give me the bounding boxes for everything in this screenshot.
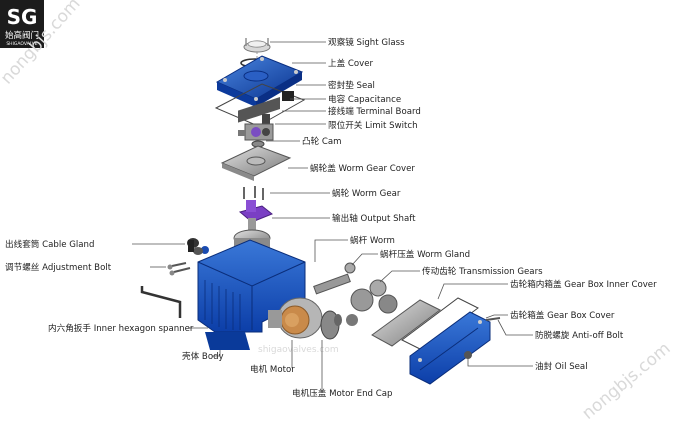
watermark-center: shigaovalves.com: [258, 345, 339, 355]
label-worm-gear: 蜗轮 Worm Gear: [332, 187, 401, 199]
watermark-right: nongbjs.com: [578, 339, 674, 424]
label-motor-end-cap: 电机压盖 Motor End Cap: [292, 387, 392, 399]
cable-gland-part: [187, 238, 203, 255]
logo-letters: SG: [7, 5, 38, 29]
label-terminal-board: 接线端 Terminal Board: [328, 105, 421, 117]
motor-part: [268, 297, 323, 339]
label-worm: 蜗杆 Worm: [350, 234, 395, 246]
sight-glass-part: [243, 38, 271, 53]
label-body: 壳体 Body: [182, 350, 224, 362]
gear-box-inner-cover-part: [371, 299, 441, 347]
label-cam: 凸轮 Cam: [302, 135, 342, 147]
label-output-shaft: 输出轴 Output Shaft: [332, 212, 416, 224]
label-gear-box-cover: 齿轮箱盖 Gear Box Cover: [510, 309, 615, 321]
label-adjustment-bolt: 调节螺丝 Adjustment Bolt: [5, 261, 112, 273]
transmission-gears-part: [346, 279, 398, 326]
label-limit-switch: 限位开关 Limit Switch: [328, 119, 418, 131]
label-sight-glass: 观察镜 Sight Glass: [328, 36, 405, 48]
logo-cn: 始高阀门: [5, 30, 39, 41]
adjustment-bolt-part: [167, 262, 191, 276]
label-seal: 密封垫 Seal: [328, 79, 375, 91]
worm-part: [313, 273, 351, 295]
terminal-board-part: [238, 91, 294, 128]
limit-switch-part: [238, 123, 274, 141]
label-motor: 电机 Motor: [250, 363, 295, 375]
label-worm-gland: 蜗杆压盖 Worm Gland: [380, 248, 470, 260]
logo-en: SHIGAOVALVE: [6, 41, 37, 47]
label-inner-hexagon-spanner: 内六角扳手 Inner hexagon spanner: [48, 322, 194, 334]
parts-illustration: [140, 38, 501, 385]
label-cable-gland: 出线套筒 Cable Gland: [5, 238, 94, 250]
label-oil-seal: 油封 Oil Seal: [535, 360, 588, 372]
worm-gear-cover-part: [220, 145, 292, 181]
motor-end-cap-part: [320, 310, 342, 340]
gear-box-cover-part: [409, 311, 491, 385]
body-part: [197, 239, 306, 350]
label-worm-gear-cover: 蜗轮盖 Worm Gear Cover: [310, 162, 415, 174]
leader-lines: [132, 41, 533, 392]
label-gear-box-inner-cover: 齿轮箱内箱盖 Gear Box Inner Cover: [510, 278, 657, 290]
label-cover: 上盖 Cover: [328, 57, 374, 69]
hex-spanner-part: [140, 286, 182, 318]
label-anti-off-bolt: 防脱螺旋 Anti-off Bolt: [535, 329, 624, 341]
label-transmission-gears: 传动齿轮 Transmission Gears: [422, 265, 543, 277]
label-capacitance: 电容 Capacitance: [328, 93, 401, 105]
brand-logo: SG 始高阀门 SHIGAOVALVE: [0, 0, 44, 48]
cover-part: [215, 55, 304, 107]
screws: [243, 186, 264, 200]
part-labels: 观察镜 Sight Glass 上盖 Cover 密封垫 Seal 电容 Cap…: [5, 36, 657, 399]
